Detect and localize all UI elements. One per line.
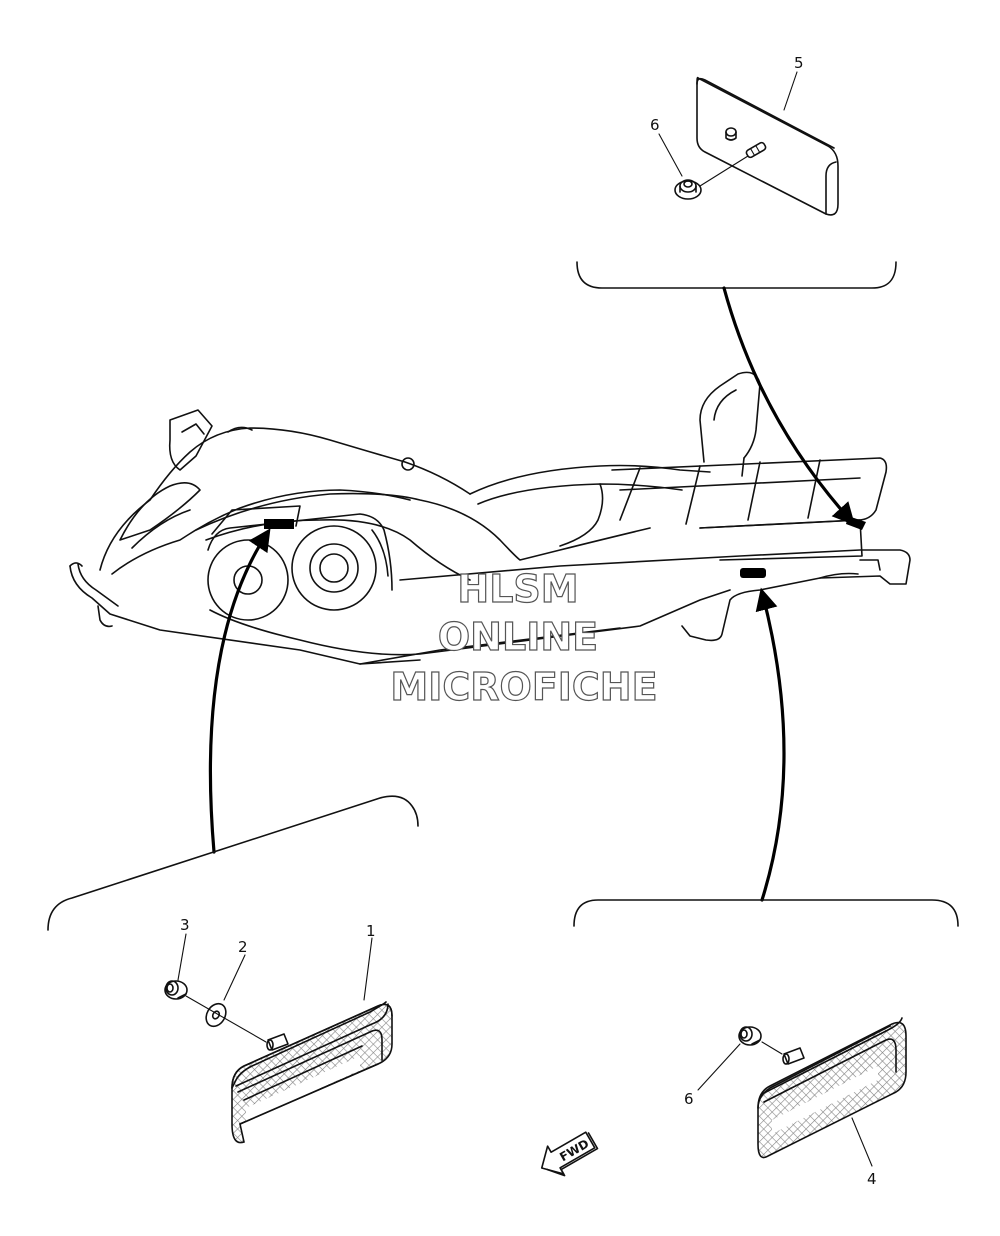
snowmobile-illustration <box>69 371 911 665</box>
bottom-left-detail-frame <box>47 795 419 931</box>
watermark: HLSM ONLINE MICROFICHE <box>390 566 658 709</box>
flange-nut-right <box>738 1026 762 1046</box>
top-detail-frame <box>576 261 897 289</box>
watermark-line-1: HLSM <box>457 567 578 611</box>
flange-nut-left <box>164 980 188 1000</box>
leader-6-bottom <box>697 1043 741 1091</box>
side-reflector-location-marker <box>740 568 766 578</box>
reflector-stud-left <box>266 1033 289 1051</box>
callout-2: 2 <box>238 938 248 956</box>
front-reflector-location-marker <box>264 519 294 529</box>
leader-2 <box>223 954 246 1001</box>
reflector-stud-right <box>782 1047 805 1065</box>
side-reflector <box>757 1017 907 1159</box>
leader-fastener-axis-right <box>761 1041 783 1055</box>
front-reflector <box>231 1001 393 1144</box>
forward-arrow-icon: FWD <box>540 1131 599 1177</box>
bottom-left-detail-group: 3 2 1 <box>47 795 419 1144</box>
callout-6-bottom: 6 <box>684 1090 694 1108</box>
callout-5: 5 <box>794 54 804 72</box>
leader-arrow-right <box>755 587 786 902</box>
leader-fastener-axis-left <box>185 995 267 1043</box>
leader-4 <box>851 1117 873 1167</box>
top-detail-group: 6 5 <box>576 54 897 289</box>
leader-arrow-left <box>208 528 271 854</box>
bottom-right-detail-group: 6 4 <box>573 899 959 1188</box>
leader-3 <box>177 933 187 981</box>
bottom-right-detail-frame <box>573 899 959 927</box>
leader-nut-to-stud-top <box>699 155 749 187</box>
watermark-line-3: MICROFICHE <box>390 665 657 709</box>
flange-nut-top <box>674 179 702 200</box>
leader-arrow-top <box>722 286 855 526</box>
callout-1: 1 <box>366 922 376 940</box>
washer <box>205 1002 227 1028</box>
leader-1 <box>363 937 373 1001</box>
watermark-line-2: ONLINE <box>438 615 598 659</box>
leader-6-top <box>658 133 683 177</box>
rear-reflector-plate <box>696 76 839 216</box>
leader-5 <box>783 71 798 111</box>
callout-3: 3 <box>180 916 190 934</box>
callout-4: 4 <box>867 1170 877 1188</box>
callout-6-top: 6 <box>650 116 660 134</box>
